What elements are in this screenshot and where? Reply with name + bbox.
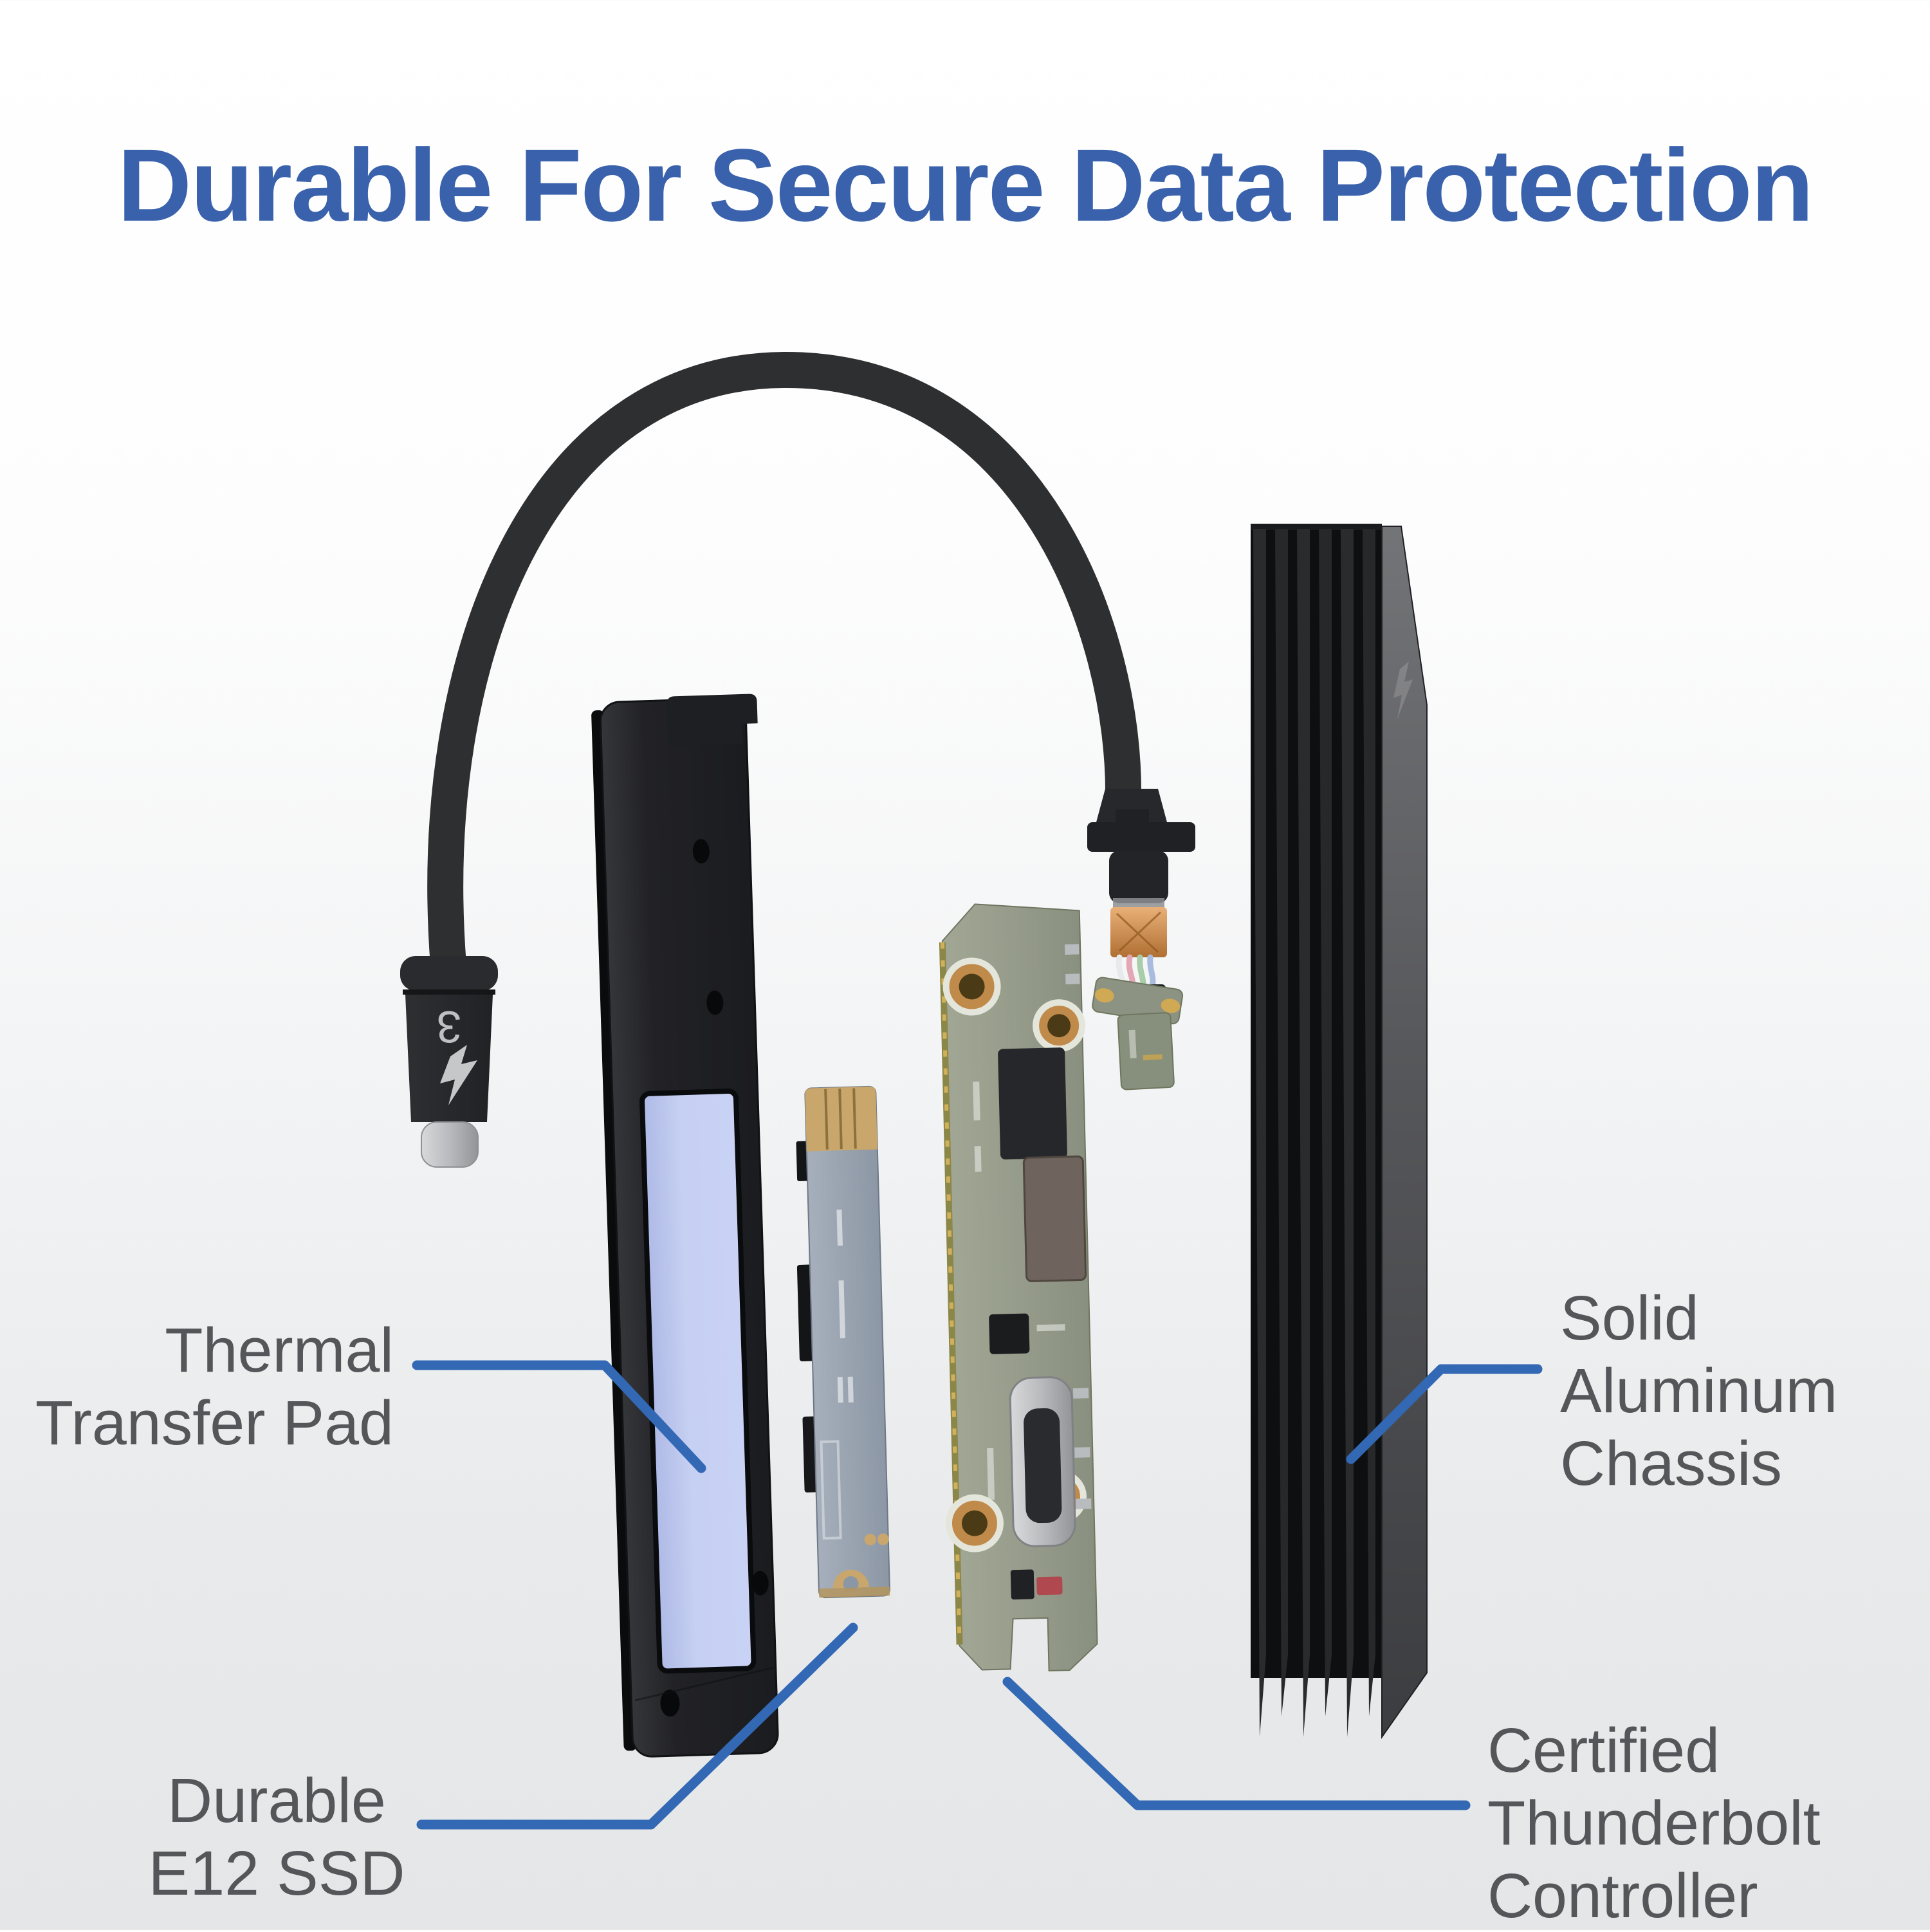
ssd [796,1085,890,1599]
label-line: E12 SSD [148,1838,405,1908]
chassis-side-face [1381,526,1428,1740]
label-line: Durable [167,1765,386,1835]
label-line: Controller [1487,1861,1758,1931]
label-solid-aluminum-chassis: Solid Aluminum Chassis [1560,1282,1837,1500]
label-line: Thunderbolt [1487,1788,1821,1858]
label-line: Solid [1560,1283,1699,1353]
label-line: Certified [1487,1715,1720,1785]
thermal-pad [639,1088,757,1674]
label-line: Transfer Pad [35,1388,394,1458]
connector-tip [421,1121,479,1168]
front-plate [591,694,779,1758]
controller-board [939,903,1098,1671]
label-line: Aluminum [1560,1356,1838,1426]
label-certified-thunderbolt-controller: Certified Thunderbolt Controller [1487,1714,1821,1932]
thunderbolt-cable [427,351,1142,983]
controller-chip [998,1047,1067,1160]
page-title: Durable For Secure Data Protection [117,127,1814,243]
chassis-logo [1393,661,1413,719]
screw-hole [751,1570,769,1596]
screw-hole [660,1689,680,1717]
callout-line-chassis [1346,1364,1543,1464]
label-thermal-transfer-pad: Thermal Transfer Pad [35,1314,394,1459]
screw-hole [706,990,724,1015]
thunderbolt-icon [440,1045,477,1105]
plate-top-tab [666,694,758,747]
cable-strain-relief [1087,789,1195,1090]
label-durable-e12-ssd: Durable E12 SSD [148,1764,405,1909]
chassis-fins [1253,529,1375,1737]
label-line: Chassis [1560,1428,1782,1498]
callout-line-controller [1002,1677,1471,1810]
usb-c-connector: 3 [400,956,498,1168]
ssd-pcb [804,1085,890,1599]
callout-line-thermal-pad [412,1360,706,1473]
connector-marking: 3 [437,1002,462,1052]
label-line: Thermal [165,1315,394,1385]
callout-line-ssd [416,1623,858,1830]
aluminum-chassis [1251,524,1428,1740]
screw-hole [692,839,710,864]
